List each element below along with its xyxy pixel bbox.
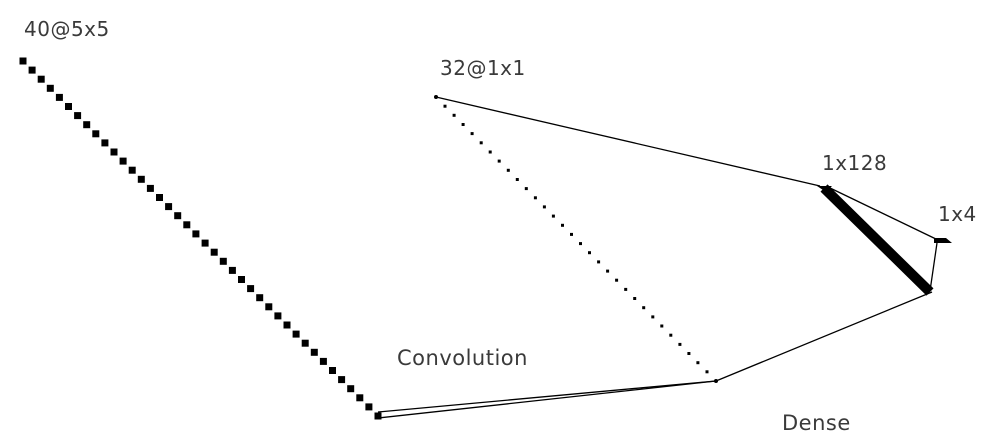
conv-feature-map xyxy=(597,260,601,264)
input-feature-map xyxy=(247,285,255,293)
conv-feature-map xyxy=(687,352,691,355)
conv-feature-map-stack xyxy=(434,95,718,383)
conv-input-edge-lower xyxy=(377,380,717,419)
conv-feature-map xyxy=(678,342,682,346)
connection-lines xyxy=(377,96,939,419)
input-feature-map xyxy=(65,103,72,110)
input-feature-map xyxy=(83,121,91,129)
dense-op-label: Dense xyxy=(782,411,851,433)
input-feature-map xyxy=(55,93,63,101)
conv-feature-map xyxy=(615,278,619,282)
input-feature-map xyxy=(329,367,336,374)
conv-feature-map xyxy=(705,370,709,374)
dense-4-marker xyxy=(934,238,952,243)
input-feature-map xyxy=(192,230,200,238)
conv-feature-map xyxy=(669,333,673,337)
input-feature-map xyxy=(46,84,54,92)
conv-feature-map xyxy=(452,113,456,117)
input-feature-map-stack xyxy=(19,57,382,420)
conv-feature-map xyxy=(497,159,501,163)
conv-layer-label: 32@1x1 xyxy=(440,56,526,80)
input-feature-map xyxy=(28,66,36,74)
conv-feature-map xyxy=(551,214,555,218)
conv-feature-map xyxy=(579,242,582,246)
conv-feature-map xyxy=(570,232,573,236)
input-feature-map xyxy=(219,257,227,265)
conv-feature-map xyxy=(642,306,646,310)
input-feature-map xyxy=(374,412,382,420)
input-feature-map xyxy=(210,248,218,256)
input-feature-map xyxy=(274,312,282,320)
input-feature-map xyxy=(310,348,318,356)
conv-bottom-node xyxy=(714,379,718,383)
conv-top-node xyxy=(434,95,438,99)
conv-feature-map xyxy=(651,315,655,319)
input-feature-map xyxy=(74,112,82,120)
dense128-conv-bottom-edge xyxy=(715,291,933,382)
input-feature-map xyxy=(201,239,209,247)
conv-feature-map xyxy=(443,104,447,108)
conv-feature-map xyxy=(479,141,483,145)
input-feature-map xyxy=(101,139,109,147)
conv-feature-map xyxy=(606,269,610,273)
input-feature-map xyxy=(347,385,355,393)
input-feature-map xyxy=(19,57,27,65)
input-feature-map xyxy=(128,166,136,174)
conv-feature-map xyxy=(588,251,591,255)
dense128-conv-top-edge xyxy=(435,96,821,187)
input-feature-map xyxy=(301,339,309,347)
dense-4-label: 1x4 xyxy=(938,202,977,226)
input-feature-map xyxy=(137,175,145,183)
conv-input-edge-upper xyxy=(377,380,717,413)
input-feature-map xyxy=(119,157,127,165)
input-feature-map xyxy=(365,403,373,411)
input-feature-map xyxy=(256,294,264,302)
dense4-bottom-edge xyxy=(929,242,938,292)
conv-feature-map xyxy=(461,123,465,126)
dense-128-label: 1x128 xyxy=(822,151,887,175)
conv-feature-map xyxy=(524,187,528,191)
conv-feature-map xyxy=(696,361,700,365)
input-feature-map xyxy=(238,276,245,283)
input-feature-map xyxy=(356,394,364,402)
input-feature-map xyxy=(283,321,291,329)
conv-feature-map xyxy=(506,168,510,172)
dense-128-bar xyxy=(820,184,934,296)
input-feature-map xyxy=(110,148,118,156)
conv-feature-map xyxy=(470,132,474,136)
input-feature-map xyxy=(265,303,273,311)
dense4-top-edge xyxy=(827,186,939,241)
conv-feature-map xyxy=(542,205,546,209)
conv-feature-map xyxy=(561,223,564,227)
input-feature-map xyxy=(228,266,236,274)
input-layer-label: 40@5x5 xyxy=(24,17,110,41)
input-feature-map xyxy=(165,203,173,211)
input-feature-map xyxy=(37,75,45,83)
input-feature-map xyxy=(183,221,191,229)
conv-feature-map xyxy=(488,150,492,154)
input-feature-map xyxy=(146,184,154,192)
input-feature-map xyxy=(292,330,300,338)
input-feature-map xyxy=(156,194,163,201)
input-feature-map xyxy=(338,376,346,384)
input-feature-map xyxy=(174,212,182,220)
convolution-op-label: Convolution xyxy=(397,346,528,370)
conv-feature-map xyxy=(633,297,637,300)
input-feature-map xyxy=(319,357,327,365)
conv-feature-map xyxy=(533,196,537,200)
conv-feature-map xyxy=(515,178,519,181)
conv-feature-map xyxy=(624,287,628,291)
conv-feature-map xyxy=(660,324,664,328)
input-feature-map xyxy=(92,130,100,138)
